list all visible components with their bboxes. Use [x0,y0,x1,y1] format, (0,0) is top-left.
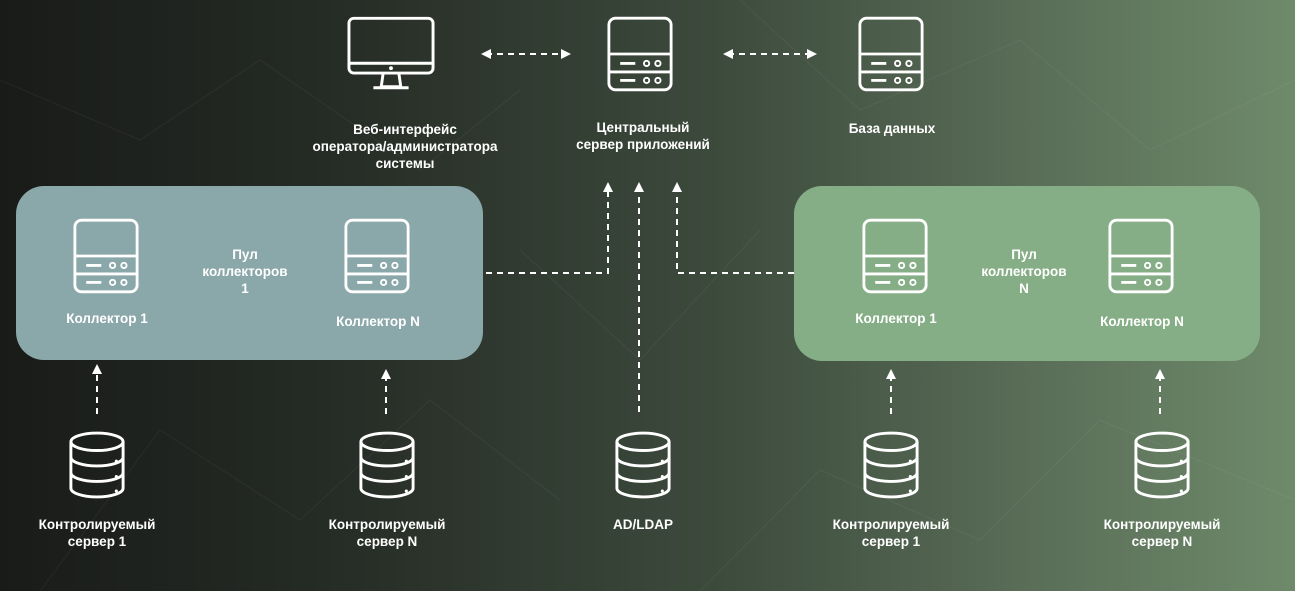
monitored-server-1-label: Контролируемый сервер 1 [38,517,156,549]
collector-server-icon [73,218,139,294]
ad-ldap-label: AD/LDAP [613,517,673,532]
pool1-label: Пул коллекторов 1 [202,247,288,296]
monitored-server-n-label: Контролируемый сервер N [328,517,446,549]
database-label: База данных [848,121,936,136]
database-icon [358,430,416,500]
collector-server-icon [862,218,928,294]
pooln-label: Пул коллекторов N [981,247,1067,296]
database-icon [862,430,920,500]
app-server-label: Центральный сервер приложений [576,120,710,152]
collector-server-icon [344,218,410,294]
pool1-collector-n-label: Коллектор N [336,314,420,329]
monitored-server-nb-label: Контролируемый сервер N [1103,517,1221,549]
database-icon [68,430,126,500]
pool1-collector-1-label: Коллектор 1 [66,311,148,326]
monitor-icon [347,16,435,91]
link-pool1-appserver [486,182,613,274]
database-icon [614,430,672,500]
app-server-icon [607,16,673,92]
collector-server-icon [1108,218,1174,294]
link-pooln-appserver [672,182,794,274]
database-server-icon [858,16,924,92]
pooln-collector-n-label: Коллектор N [1100,314,1184,329]
monitored-server-1b-label: Контролируемый сервер 1 [832,517,950,549]
database-icon [1133,430,1191,500]
pooln-collector-1-label: Коллектор 1 [855,311,937,326]
web-ui-label: Веб-интерфейс оператора/администратора с… [312,122,498,171]
